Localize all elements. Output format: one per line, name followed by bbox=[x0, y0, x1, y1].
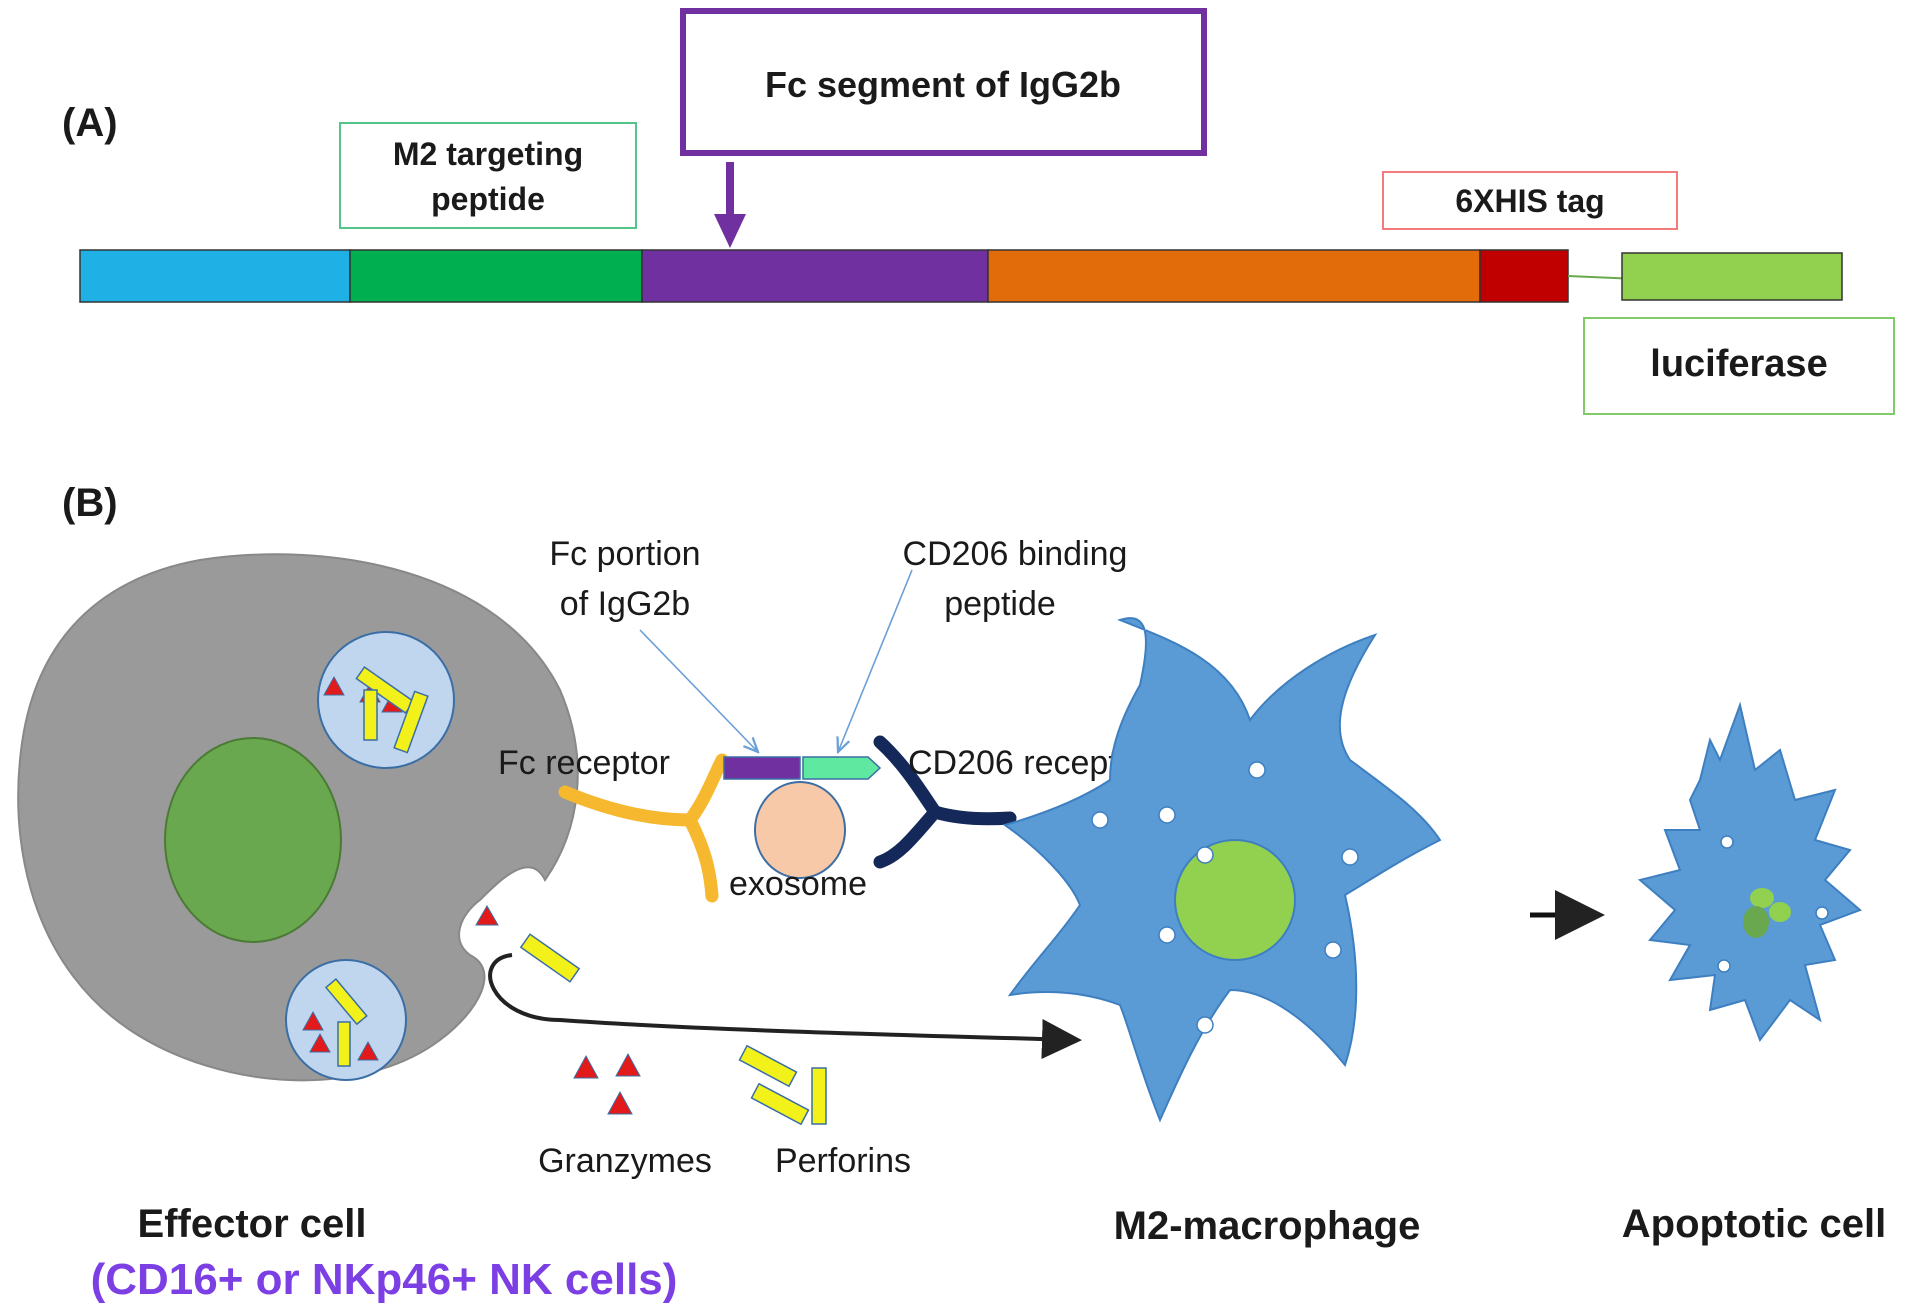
fc-receptor-label: Fc receptor bbox=[498, 744, 670, 782]
cd206-receptor-shape bbox=[873, 735, 1017, 869]
released-granzyme bbox=[475, 905, 499, 926]
luciferase-box bbox=[1583, 317, 1895, 415]
perforins-label: Perforins bbox=[775, 1142, 911, 1180]
panel-b-label: (B) bbox=[62, 481, 118, 525]
cd206-binding-pointer bbox=[838, 569, 913, 752]
apoptotic-vacuoles bbox=[1717, 835, 1829, 973]
exosome-shape bbox=[754, 781, 846, 879]
segment-linker bbox=[987, 249, 1481, 303]
fc-segment-box bbox=[680, 8, 1207, 156]
granzymes-label: Granzymes bbox=[538, 1142, 712, 1180]
apoptotic-cell-label: Apoptotic cell bbox=[1622, 1202, 1886, 1246]
segment-fc bbox=[641, 249, 989, 303]
granule-vesicle-bottom bbox=[285, 959, 407, 1081]
granule-vesicle-top bbox=[317, 631, 455, 769]
cd206-receptor-label: CD206 receptor bbox=[908, 744, 1148, 782]
released-perforin bbox=[519, 933, 581, 983]
fc-receptor-shape bbox=[558, 753, 729, 903]
his-tag-box bbox=[1382, 171, 1678, 230]
segment-his-tag bbox=[1479, 249, 1569, 303]
effector-nucleus bbox=[164, 737, 342, 943]
fc-pointer-arrow-head bbox=[714, 214, 746, 248]
exosome-label: exosome bbox=[729, 865, 867, 903]
cd206-peptide-shape bbox=[802, 756, 882, 780]
fc-segment-label: Fc segment of IgG2b bbox=[765, 64, 1121, 105]
macrophage-nucleus bbox=[1174, 839, 1296, 961]
segment-luciferase bbox=[1621, 252, 1843, 301]
m2-peptide-box bbox=[339, 122, 637, 229]
luciferase-label: luciferase bbox=[1650, 343, 1827, 385]
fc-portion-label-1: Fc portion bbox=[549, 535, 700, 573]
m2-peptide-label-1: M2 targeting bbox=[393, 136, 583, 172]
effector-cell-label: Effector cell bbox=[138, 1202, 367, 1246]
cd206-binding-label-1: CD206 binding bbox=[903, 535, 1128, 573]
fc-portion-label-2: of IgG2b bbox=[560, 585, 690, 623]
granzymes-icon-group bbox=[573, 1052, 641, 1115]
m2-peptide-label-2: peptide bbox=[431, 181, 545, 217]
apoptotic-fragments bbox=[1743, 888, 1791, 938]
segment-signal bbox=[79, 249, 351, 303]
cd206-binding-label-2: peptide bbox=[944, 585, 1056, 623]
perforins-icon-group bbox=[738, 1044, 827, 1126]
his-tag-label: 6XHIS tag bbox=[1455, 183, 1604, 219]
segment-m2-peptide bbox=[349, 249, 643, 303]
cytotoxic-release-arrow bbox=[488, 953, 1082, 1059]
apoptotic-cell-body bbox=[1637, 701, 1862, 1043]
panel-a-label: (A) bbox=[62, 101, 118, 145]
fc-portion-shape bbox=[723, 756, 801, 780]
macrophage-vacuoles bbox=[1091, 761, 1359, 1034]
m2-macrophage-label: M2-macrophage bbox=[1114, 1204, 1421, 1248]
fc-portion-pointer bbox=[639, 629, 758, 752]
effector-subtitle: (CD16+ or NKp46+ NK cells) bbox=[91, 1255, 678, 1304]
construct-bar bbox=[79, 249, 1843, 303]
